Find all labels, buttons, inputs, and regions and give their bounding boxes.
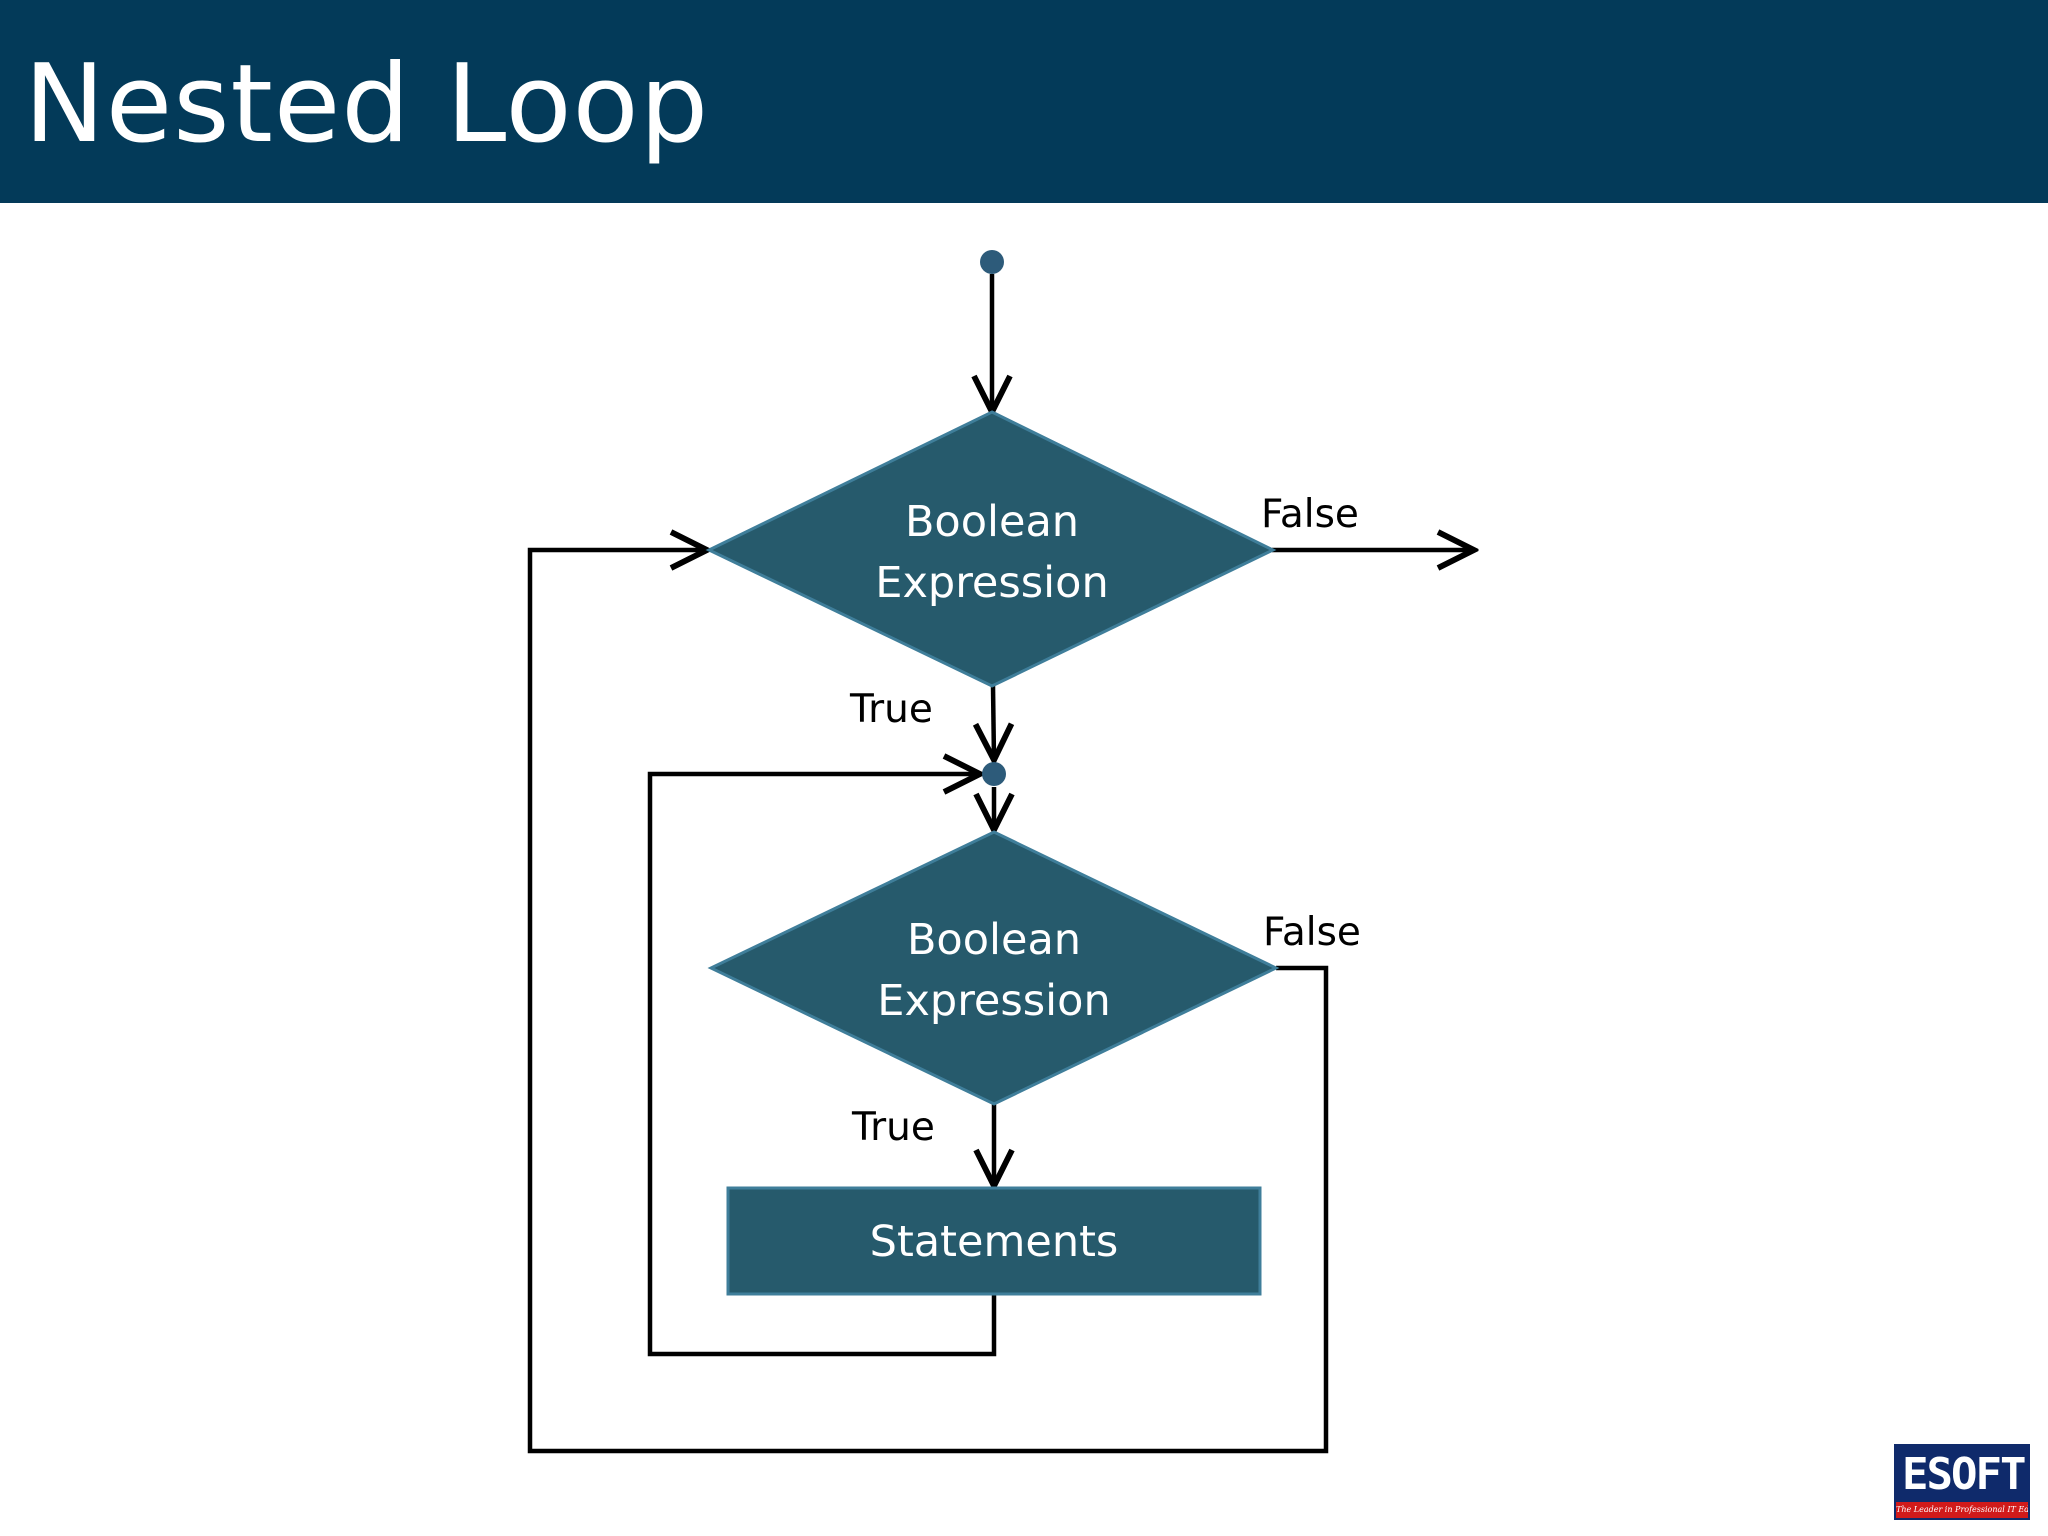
inner-decision-shape — [707, 830, 1280, 1106]
statements-box: Statements — [726, 1186, 1262, 1296]
statements-shape — [726, 1186, 1262, 1296]
outer-decision: Boolean Expression — [705, 410, 1277, 688]
outer-decision-line1: Boolean — [905, 497, 1079, 547]
outer-decision-line2: Expression — [875, 558, 1108, 608]
title-bar: Nested Loop — [0, 0, 2048, 203]
esoft-logo-tagline: The Leader in Professional IT Education — [1896, 1502, 2028, 1518]
start-node — [980, 250, 1004, 274]
inner-decision-line2: Expression — [877, 976, 1110, 1026]
edge-outer-true-to-junction — [993, 685, 994, 760]
esoft-logo-letters: ESOFT — [1902, 1449, 2026, 1500]
statements-label: Statements — [870, 1217, 1119, 1267]
outer-decision-shape — [705, 410, 1277, 688]
outer-false-label: False — [1261, 492, 1359, 537]
slide-title: Nested Loop — [24, 42, 710, 167]
edge-statements-loop-back — [647, 774, 997, 1357]
esoft-logo: ESOFT The Leader in Professional IT Educ… — [1894, 1444, 2030, 1520]
junction-node — [982, 762, 1006, 786]
inner-true-label: True — [851, 1105, 935, 1150]
inner-false-label: False — [1263, 910, 1361, 955]
inner-decision-line1: Boolean — [907, 915, 1081, 965]
outer-true-label: True — [849, 687, 933, 732]
inner-decision: Boolean Expression — [707, 830, 1280, 1106]
edge-inner-false-loop-back — [527, 550, 1329, 1454]
